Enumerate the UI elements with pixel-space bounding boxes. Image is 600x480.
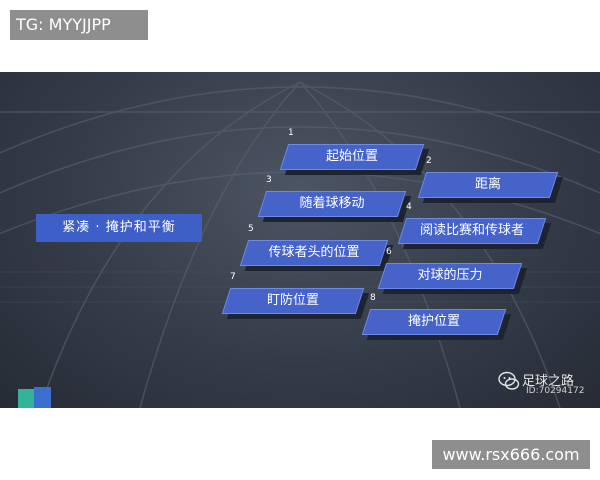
brand-logo-blue-block: [34, 387, 51, 408]
step-7: 7 盯防位置: [221, 272, 370, 319]
step-number: 2: [426, 156, 432, 166]
step-number: 7: [230, 272, 236, 282]
step-number: 4: [406, 202, 412, 212]
step-label: 阅读比赛和传球者: [419, 223, 524, 238]
step-label: 起始位置: [325, 149, 378, 164]
step-number: 8: [370, 293, 376, 303]
step-number: 6: [386, 247, 392, 257]
slide-title: 紧凑 · 掩护和平衡: [36, 214, 202, 242]
step-label: 对球的压力: [417, 268, 483, 283]
step-3: 3 随着球移动: [257, 175, 412, 222]
step-2: 2 距离: [417, 156, 564, 203]
step-label: 传球者头的位置: [268, 245, 360, 260]
step-label: 距离: [474, 177, 501, 192]
step-number: 5: [248, 224, 254, 234]
step-1: 1 起始位置: [279, 128, 430, 175]
step-6: 6 对球的压力: [377, 247, 528, 294]
slide: 紧凑 · 掩护和平衡 1 起始位置 2 距离 3 随着球移动 4 阅读比赛和传球…: [0, 72, 600, 408]
step-5: 5 传球者头的位置: [239, 224, 394, 271]
brand-logo-green-block: [18, 389, 34, 408]
step-4: 4 阅读比赛和传球者: [397, 202, 552, 249]
step-label: 随着球移动: [299, 196, 365, 211]
step-number: 3: [266, 175, 272, 185]
step-number: 1: [288, 128, 294, 138]
watermark-name: 足球之路: [522, 374, 575, 389]
wechat-icon: [498, 371, 520, 390]
step-8: 8 掩护位置: [361, 293, 512, 340]
watermark-id: ID:70294172: [526, 386, 585, 396]
url-badge: www.rsx666.com: [432, 440, 590, 469]
step-label: 掩护位置: [407, 314, 460, 329]
tg-badge: TG: MYYJJPP: [10, 10, 148, 40]
step-label: 盯防位置: [266, 293, 319, 308]
